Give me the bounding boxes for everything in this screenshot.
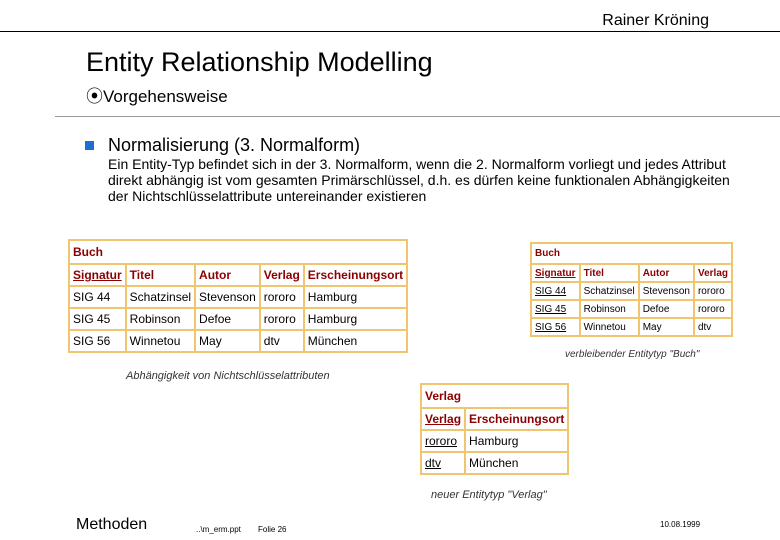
table-cell: Winnetou — [580, 319, 638, 335]
column-header: Erscheinungsort — [304, 265, 407, 285]
table-cell: rororo — [260, 287, 303, 307]
table-cell: dtv — [694, 319, 731, 335]
column-header: Verlag — [260, 265, 303, 285]
table-header-row: Verlag Erscheinungsort — [422, 409, 568, 429]
table-cell: May — [196, 331, 259, 351]
table-buch-remaining: Buch Signatur Titel Autor Verlag SIG 44 … — [530, 242, 733, 337]
table-cell: SIG 45 — [532, 301, 579, 317]
table-row: SIG 44 Schatzinsel Stevenson rororo — [532, 283, 731, 299]
table-row: rororo Hamburg — [422, 431, 568, 451]
table-cell: Schatzinsel — [126, 287, 195, 307]
bullet-heading: Normalisierung (3. Normalform) — [108, 135, 361, 155]
table-cell: SIG 56 — [532, 319, 579, 335]
column-header: Verlag — [422, 409, 465, 429]
table-cell: München — [304, 331, 407, 351]
table-cell: dtv — [422, 453, 465, 473]
column-header: Signatur — [70, 265, 125, 285]
table-cell: rororo — [422, 431, 465, 451]
table-row: SIG 56 Winnetou May dtv München — [70, 331, 407, 351]
table-caption: Verlag — [422, 385, 568, 407]
table-cell: SIG 44 — [70, 287, 125, 307]
table-row: SIG 44 Schatzinsel Stevenson rororo Hamb… — [70, 287, 407, 307]
table-cell: München — [466, 453, 568, 473]
table-row: SIG 56 Winnetou May dtv — [532, 319, 731, 335]
slide-subtitle: ⦿Vorgehensweise — [86, 87, 228, 106]
table-cell: Winnetou — [126, 331, 195, 351]
table-row: dtv München — [422, 453, 568, 473]
column-header: Titel — [126, 265, 195, 285]
footer-slide-number: Folie 26 — [258, 525, 287, 534]
table-cell: Defoe — [196, 309, 259, 329]
table-cell: SIG 45 — [70, 309, 125, 329]
table-cell: May — [639, 319, 693, 335]
table-header-row: Signatur Titel Autor Verlag Erscheinungs… — [70, 265, 407, 285]
table-note: neuer Entitytyp "Verlag" — [431, 489, 547, 501]
footer-title: Methoden — [76, 516, 148, 533]
column-header: Titel — [580, 265, 638, 281]
table-cell: SIG 44 — [532, 283, 579, 299]
table-cell: Robinson — [580, 301, 638, 317]
table-cell: Hamburg — [304, 309, 407, 329]
table-cell: Stevenson — [196, 287, 259, 307]
table-header-row: Signatur Titel Autor Verlag — [532, 265, 731, 281]
body-paragraph: Ein Entity-Typ befindet sich in der 3. N… — [108, 156, 730, 204]
table-cell: rororo — [694, 301, 731, 317]
table-cell: Hamburg — [466, 431, 568, 451]
table-caption: Buch — [532, 244, 731, 263]
table-cell: rororo — [260, 309, 303, 329]
slide-title: Entity Relationship Modelling — [86, 47, 433, 77]
table-row: SIG 45 Robinson Defoe rororo — [532, 301, 731, 317]
column-header: Autor — [639, 265, 693, 281]
section-divider — [55, 116, 780, 117]
table-cell: Stevenson — [639, 283, 693, 299]
table-note: verbleibender Entitytyp "Buch" — [565, 349, 700, 360]
table-cell: SIG 56 — [70, 331, 125, 351]
column-header: Verlag — [694, 265, 731, 281]
table-cell: dtv — [260, 331, 303, 351]
table-cell: rororo — [694, 283, 731, 299]
table-verlag: Verlag Verlag Erscheinungsort rororo Ham… — [420, 383, 570, 475]
table-note: Abhängigkeit von Nichtschlüsselattribute… — [126, 370, 330, 382]
table-cell: Schatzinsel — [580, 283, 638, 299]
table-cell: Defoe — [639, 301, 693, 317]
author-name: Rainer Kröning — [602, 12, 709, 29]
column-header: Erscheinungsort — [466, 409, 568, 429]
table-buch-full: Buch Signatur Titel Autor Verlag Erschei… — [68, 239, 409, 353]
column-header: Signatur — [532, 265, 579, 281]
footer-file-path: ..\m_erm.ppt — [196, 525, 241, 534]
table-caption: Buch — [70, 241, 407, 263]
column-header: Autor — [196, 265, 259, 285]
square-bullet-icon — [85, 141, 94, 150]
table-cell: Hamburg — [304, 287, 407, 307]
header-divider — [0, 31, 780, 32]
footer-date: 10.08.1999 — [660, 520, 701, 529]
table-cell: Robinson — [126, 309, 195, 329]
table-row: SIG 45 Robinson Defoe rororo Hamburg — [70, 309, 407, 329]
